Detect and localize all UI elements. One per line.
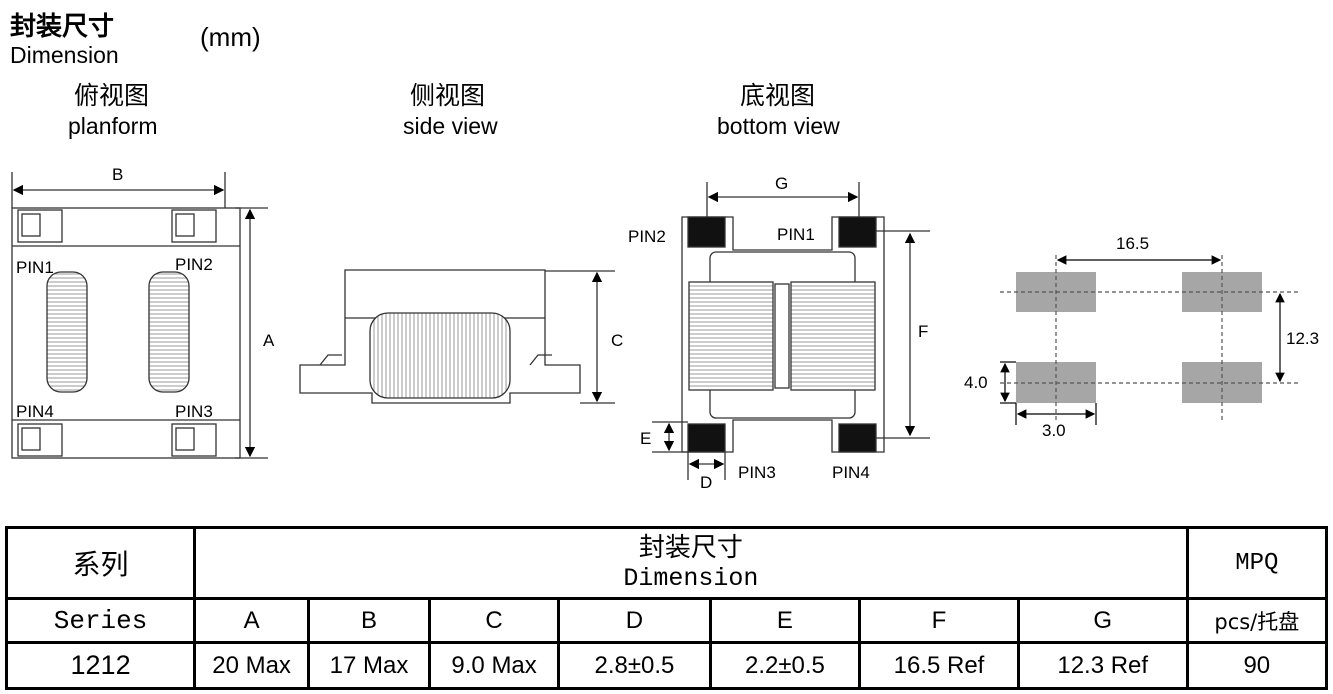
view-title-en: planform (68, 113, 158, 139)
dim-label-a: A (263, 331, 275, 350)
series-en-header: Series (4, 597, 197, 644)
value-g: 12.3 Ref (1016, 641, 1189, 690)
pin3-label: PIN3 (738, 463, 776, 482)
dim-label-d: D (700, 473, 712, 492)
series-cn-header: 系列 (4, 526, 197, 600)
pin2-label: PIN2 (175, 255, 213, 274)
value-f: 16.5 Ref (858, 641, 1020, 690)
series-value: 1212 (4, 641, 197, 690)
col-header-f: F (858, 597, 1020, 644)
col-header-c: C (428, 597, 561, 644)
planform-drawing (11, 172, 268, 459)
pin2-label: PIN2 (628, 227, 666, 246)
value-a: 20 Max (193, 641, 311, 690)
value-c: 9.0 Max (428, 641, 561, 690)
mpq-unit-header: pcs/托盘 (1185, 597, 1329, 644)
pad-height-label: 4.0 (964, 373, 988, 392)
view-title-cn: 侧视图 (410, 81, 486, 110)
pin1-label: PIN1 (16, 258, 54, 277)
mpq-header: MPQ (1185, 526, 1329, 600)
dim-label-f: F (918, 322, 928, 341)
col-header-a: A (193, 597, 311, 644)
pin4-label: PIN4 (832, 463, 870, 482)
dim-label-g: G (775, 174, 788, 193)
dim-label-c: C (611, 331, 623, 350)
mpq-value: 90 (1185, 641, 1329, 690)
table-row: 1212 20 Max 17 Max 9.0 Max 2.8±0.5 2.2±0… (4, 641, 1329, 690)
side-view-drawing (299, 269, 615, 404)
bottom-view-drawing (652, 182, 930, 480)
col-header-e: E (708, 597, 862, 644)
value-e: 2.2±0.5 (708, 641, 862, 690)
view-title-cn: 底视图 (740, 81, 816, 110)
land-pattern-drawing (1000, 255, 1300, 425)
pin1-label: PIN1 (777, 225, 815, 244)
value-d: 2.8±0.5 (557, 641, 712, 690)
dimension-header-en: Dimension (623, 564, 759, 593)
dimension-header: 封装尺寸 Dimension (193, 526, 1189, 600)
title-cn: 封装尺寸 (10, 12, 115, 42)
unit-label: (mm) (200, 22, 261, 52)
pitch-y-label: 12.3 (1286, 329, 1319, 348)
pad-width-label: 3.0 (1042, 421, 1066, 440)
view-title-en: side view (403, 113, 498, 139)
dim-label-b: B (112, 165, 123, 184)
dimension-header-cn: 封装尺寸 (638, 533, 743, 563)
pitch-x-label: 16.5 (1116, 234, 1149, 253)
value-b: 17 Max (307, 641, 432, 690)
pin3-label: PIN3 (175, 402, 213, 421)
dimension-drawings: B A PIN1 PIN2 PIN4 PIN3 C G F E D PIN2 P… (11, 165, 1319, 492)
pin4-label: PIN4 (16, 402, 54, 421)
view-title-cn: 俯视图 (74, 81, 150, 110)
col-header-d: D (557, 597, 712, 644)
col-header-b: B (307, 597, 432, 644)
title-en: Dimension (10, 42, 119, 68)
col-header-g: G (1016, 597, 1189, 644)
dim-label-e: E (640, 429, 651, 448)
view-title-en: bottom view (717, 113, 840, 139)
dimension-table: 系列 封装尺寸 Dimension MPQ Series A B C D E F… (4, 526, 1329, 690)
